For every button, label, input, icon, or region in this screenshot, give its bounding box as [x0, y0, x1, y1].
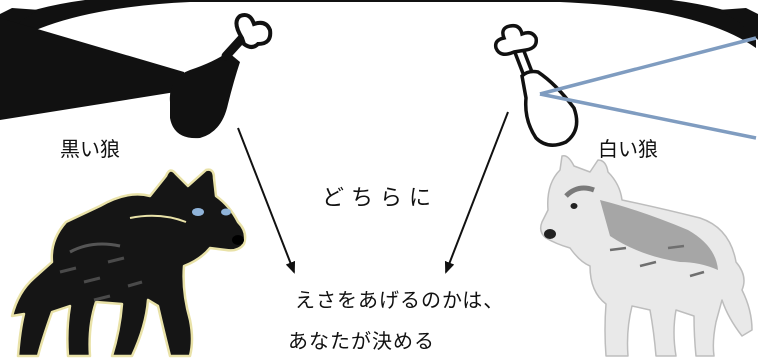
- black-wolf-eye: [192, 208, 204, 216]
- black-wolf-nose: [232, 235, 244, 245]
- black-beam: [0, 18, 188, 120]
- arrow-from-black: [237, 127, 296, 274]
- white-wolf: [539, 154, 753, 357]
- arc-frame: [2, 0, 756, 48]
- black-wolf-label: 黒い狼: [60, 137, 120, 161]
- meat-drumstick-outline-icon: [493, 23, 579, 147]
- white-beam: [539, 36, 757, 140]
- arc-frame-right-side: [718, 8, 758, 40]
- arc-frame-left-side: [0, 8, 40, 40]
- white-wolf-nose: [544, 229, 556, 239]
- meat-drumstick-black-icon: [169, 13, 273, 139]
- arrow-from-white: [444, 111, 509, 274]
- question-text: どちらに: [322, 186, 439, 211]
- white-wolf-eye: [570, 203, 578, 209]
- caption-line-2: あなたが決める: [288, 329, 435, 353]
- caption-line-1: えさをあげるのかは、: [295, 288, 505, 312]
- black-wolf: [10, 168, 247, 358]
- white-wolf-label: 白い狼: [598, 137, 658, 161]
